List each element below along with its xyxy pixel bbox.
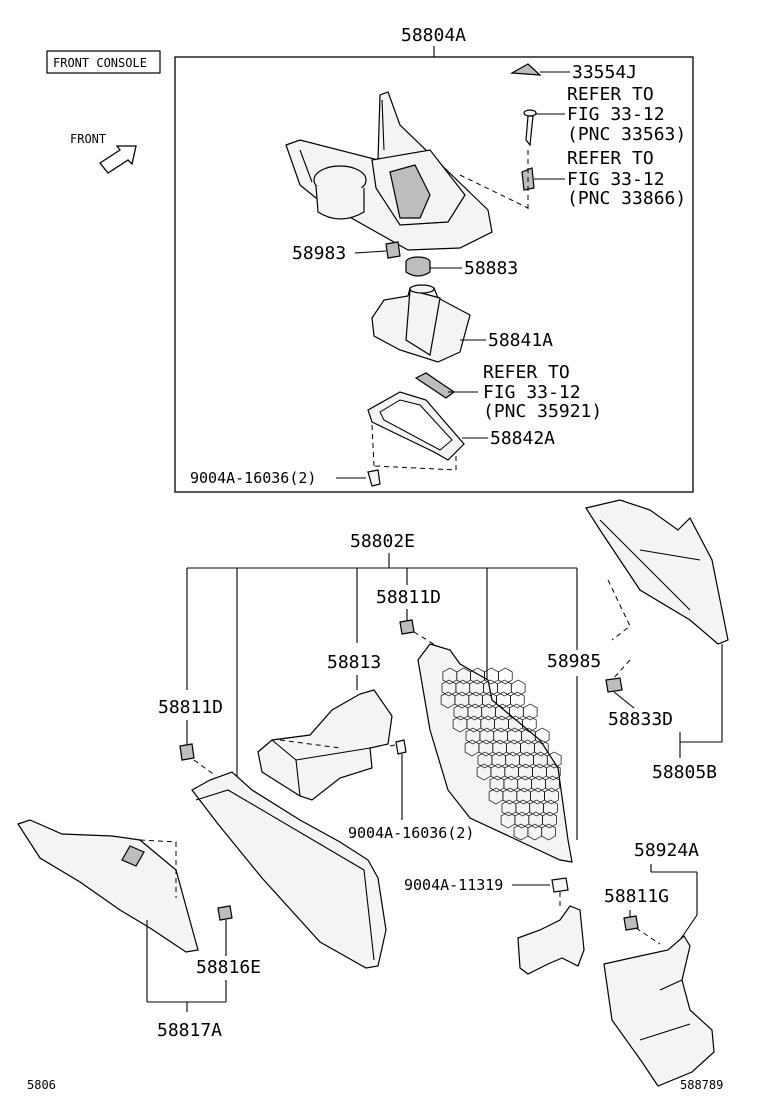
bracket-58813 xyxy=(257,689,393,801)
mesh-cell xyxy=(546,751,562,769)
mesh-cell xyxy=(541,823,556,841)
footer-left-code: 5806 xyxy=(27,1078,56,1092)
ref3-line1: REFER TO xyxy=(483,362,570,383)
clip-58811D-left-icon xyxy=(179,743,195,761)
part-58804A: 58804A xyxy=(401,25,466,46)
part-9004A-11319: 9004A-11319 xyxy=(404,876,503,894)
part-58813: 58813 xyxy=(327,652,381,673)
part-9004A-16036-top: 9004A-16036(2) xyxy=(190,469,316,487)
shift-boot-58841A xyxy=(371,284,471,363)
part-58842A: 58842A xyxy=(490,428,555,449)
ref2-line3: (PNC 33866) xyxy=(567,188,686,209)
front-arrow-icon xyxy=(99,145,137,174)
mesh-cell xyxy=(496,691,511,709)
clip-58816E-icon xyxy=(217,905,233,921)
clip-58833D-icon xyxy=(605,677,623,693)
bolt-icon xyxy=(367,469,381,487)
mesh-cell xyxy=(510,679,526,697)
part-33554J: 33554J xyxy=(572,62,637,83)
part-58816E: 58816E xyxy=(196,957,261,978)
section-label: FRONT CONSOLE xyxy=(53,56,147,70)
bolt-mid-icon xyxy=(395,739,407,755)
right-lower-panel-58924A xyxy=(603,935,715,1087)
lower-bracket xyxy=(517,905,585,975)
mesh-cell xyxy=(498,667,513,685)
mesh-cell xyxy=(542,811,557,829)
left-side-panel xyxy=(17,819,199,953)
mesh-cell xyxy=(546,763,561,781)
part-58983-icon xyxy=(385,241,401,259)
mesh-cell xyxy=(543,799,558,817)
part-58883: 58883 xyxy=(464,258,518,279)
screw-icon xyxy=(523,109,537,117)
mesh-panel xyxy=(417,643,573,863)
bolt-11319-icon xyxy=(551,877,569,893)
part-58983: 58983 xyxy=(292,243,346,264)
mesh-cell xyxy=(534,739,549,757)
ref3-line2: FIG 33-12 xyxy=(483,382,581,403)
console-body xyxy=(191,771,387,969)
part-58985: 58985 xyxy=(547,651,601,672)
mesh-cell xyxy=(545,775,560,793)
footer-right-code: 588789 xyxy=(680,1078,723,1092)
part-58811G: 58811G xyxy=(604,886,669,907)
ref1-line1: REFER TO xyxy=(567,84,654,105)
part-58802E: 58802E xyxy=(350,531,415,552)
part-58805B: 58805B xyxy=(652,762,717,783)
console-upper-panel-58804A xyxy=(285,91,493,251)
mesh-cell xyxy=(544,787,559,805)
ref2-line1: REFER TO xyxy=(567,148,654,169)
ref1-line2: FIG 33-12 xyxy=(567,104,665,125)
section-label-box xyxy=(46,50,161,74)
part-58833D: 58833D xyxy=(608,709,673,730)
part-58817A: 58817A xyxy=(157,1020,222,1041)
mesh-cell xyxy=(522,715,537,733)
part-58924A: 58924A xyxy=(634,840,699,861)
mesh-cell xyxy=(534,727,550,745)
part-58841A: 58841A xyxy=(488,330,553,351)
strip-icon xyxy=(414,372,456,399)
part-58811D-left: 58811D xyxy=(158,697,223,718)
part-9004A-16036-mid: 9004A-16036(2) xyxy=(348,824,474,842)
mesh-cell xyxy=(497,679,512,697)
frame-58842A xyxy=(367,391,465,461)
clip-58811D-top-icon xyxy=(399,619,415,635)
mesh-cell xyxy=(510,691,525,709)
clip-33554J-icon xyxy=(509,63,542,76)
ref3-line3: (PNC 35921) xyxy=(483,401,602,422)
front-label: FRONT xyxy=(70,132,106,146)
clip-58811G-icon xyxy=(623,915,639,931)
right-upper-panel xyxy=(585,499,729,645)
mesh-cell xyxy=(522,703,538,721)
ref1-line3: (PNC 33563) xyxy=(567,124,686,145)
ref2-line2: FIG 33-12 xyxy=(567,169,665,190)
part-58811D-top: 58811D xyxy=(376,587,441,608)
